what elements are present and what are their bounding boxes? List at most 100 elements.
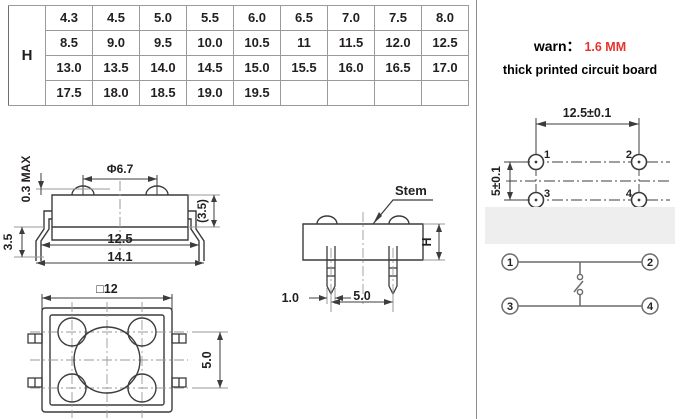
- actuator-circle: [73, 326, 141, 394]
- table-cell: 15.5: [280, 55, 328, 81]
- warning-value: 1.6 MM: [584, 40, 627, 54]
- front-dim-height-max: 0.3 MAX: [19, 156, 33, 203]
- pcb-dim-horizontal: 12.5±0.1: [563, 106, 612, 120]
- stem-leader-line: [372, 199, 433, 225]
- decorative-grey-band: [485, 207, 675, 244]
- table-cell: [280, 80, 328, 106]
- arrow-v-bottom: [507, 192, 513, 200]
- front-dim-outer-width: 14.1: [107, 249, 132, 264]
- front-view-drawing: Φ6.7 0.3 MAX (3.5): [0, 145, 250, 275]
- table-cell: 6.0: [233, 5, 281, 31]
- bottom-dim-pitch: 5.0: [200, 351, 214, 368]
- table-row: H 4.3 4.5 5.0 5.5 6.0 6.5 7.0 7.5 8.0: [8, 5, 469, 106]
- warning-label: warn: [533, 38, 567, 54]
- table-cell: 19.5: [233, 80, 281, 106]
- bottom-view-drawing: □12: [20, 282, 250, 418]
- table-cell: 13.0: [45, 55, 93, 81]
- side-callout-stem: Stem: [395, 183, 427, 198]
- table-cell: 19.0: [186, 80, 234, 106]
- table-cell: 13.5: [92, 55, 140, 81]
- front-dim-inner-width: 12.5: [107, 231, 132, 246]
- table-cell: 7.0: [327, 5, 375, 31]
- warning-separator: ：: [566, 38, 581, 54]
- corner-circle-2: [127, 317, 157, 347]
- front-dim-body-height: (3.5): [197, 199, 209, 223]
- terminal-label-4: 4: [647, 301, 654, 313]
- switch-contacts: [576, 273, 584, 296]
- lead-left-inner: [40, 218, 52, 261]
- table-cell: 18.0: [92, 80, 140, 106]
- arrow-left: [536, 121, 546, 127]
- table-cell: 11.5: [327, 30, 375, 56]
- corner-circle-4: [127, 373, 157, 403]
- table-cell: 6.5: [280, 5, 328, 31]
- corner-circle-3: [57, 373, 87, 403]
- table-cell: 16.0: [327, 55, 375, 81]
- pcb-footprint-drawing: 12.5±0.1: [484, 100, 680, 209]
- terminal-circle-4: [641, 297, 659, 315]
- table-cell: 9.5: [139, 30, 187, 56]
- table-cell: 17.5: [45, 80, 93, 106]
- terminal-label-1: 1: [507, 257, 513, 269]
- table-row: 17.5 18.0 18.5 19.0 19.5: [9, 80, 469, 106]
- table-cell: 14.5: [186, 55, 234, 81]
- lead-right-outer: [188, 210, 205, 261]
- front-dim-lead-height: 3.5: [1, 233, 15, 250]
- terminal-label-2: 2: [647, 257, 653, 269]
- table-cell: 4.5: [92, 5, 140, 31]
- table-row: 8.5 9.0 9.5 10.0 10.5 11 11.5 12.0 12.5: [9, 30, 469, 56]
- pad-center-dots: [534, 160, 641, 202]
- table-cell: 12.5: [421, 30, 469, 56]
- pcb-dim-vertical: 5±0.1: [489, 166, 503, 196]
- switch-lever: [573, 280, 584, 293]
- table-row: 13.0 13.5 14.0 14.5 15.0 15.5 16.0 16.5 …: [9, 55, 469, 81]
- pcb-pad-label-3: 3: [544, 188, 550, 200]
- terminal-circle-3: [501, 297, 519, 315]
- arrow-v-top: [507, 162, 513, 170]
- table-row-header-h: H: [8, 5, 46, 106]
- table-cell: 10.5: [233, 30, 281, 56]
- warning-headline: warn： 1.6 MM: [480, 36, 680, 56]
- table-cell: 14.0: [139, 55, 187, 81]
- bottom-dim-square: □12: [96, 282, 118, 296]
- side-view-drawing: Stem: [265, 162, 465, 312]
- terminal-label-3: 3: [507, 301, 513, 313]
- table-cell: 5.5: [186, 5, 234, 31]
- corner-circle-1: [57, 317, 87, 347]
- terminal-circle-1: [501, 253, 519, 271]
- table-cell: 16.5: [374, 55, 422, 81]
- side-dim-pin-pitch: 5.0: [353, 289, 370, 303]
- table-cell: 12.0: [374, 30, 422, 56]
- table-cell: 4.3: [45, 5, 93, 31]
- table-cell: [327, 80, 375, 106]
- lead-left-outer: [35, 210, 52, 261]
- warning-note: warn： 1.6 MM thick printed circuit board: [480, 36, 680, 77]
- table-cell: [421, 80, 469, 106]
- panel-divider: [476, 0, 477, 419]
- height-options-table: H 4.3 4.5 5.0 5.5 6.0 6.5 7.0 7.5 8.0 8.…: [8, 5, 469, 106]
- side-dim-h: H: [420, 237, 434, 246]
- warning-subtitle: thick printed circuit board: [502, 63, 658, 77]
- table-cell: 9.0: [92, 30, 140, 56]
- table-cell: 11: [280, 30, 328, 56]
- pcb-pad-label-2: 2: [626, 149, 632, 161]
- table-cell: 17.0: [421, 55, 469, 81]
- table-cell: [374, 80, 422, 106]
- lead-right-inner: [188, 218, 200, 261]
- table-cell: 8.0: [421, 5, 469, 31]
- table-cell: 10.0: [186, 30, 234, 56]
- stem-leader-arrow: [373, 212, 382, 224]
- terminal-circle-2: [641, 253, 659, 271]
- table-cell: 18.5: [139, 80, 187, 106]
- switch-body-outline: [51, 194, 189, 241]
- pcb-pad-label-1: 1: [544, 149, 550, 161]
- circuit-schematic-drawing: 1 2 3 4: [490, 250, 670, 320]
- arrow-right: [629, 121, 639, 127]
- side-body-bump-left: [316, 215, 338, 225]
- front-dim-stem-diameter: Φ6.7: [107, 162, 134, 176]
- side-dim-pin-width: 1.0: [282, 291, 299, 305]
- table-cell: 8.5: [45, 30, 93, 56]
- table-cell: 5.0: [139, 5, 187, 31]
- pcb-pad-label-4: 4: [626, 188, 633, 200]
